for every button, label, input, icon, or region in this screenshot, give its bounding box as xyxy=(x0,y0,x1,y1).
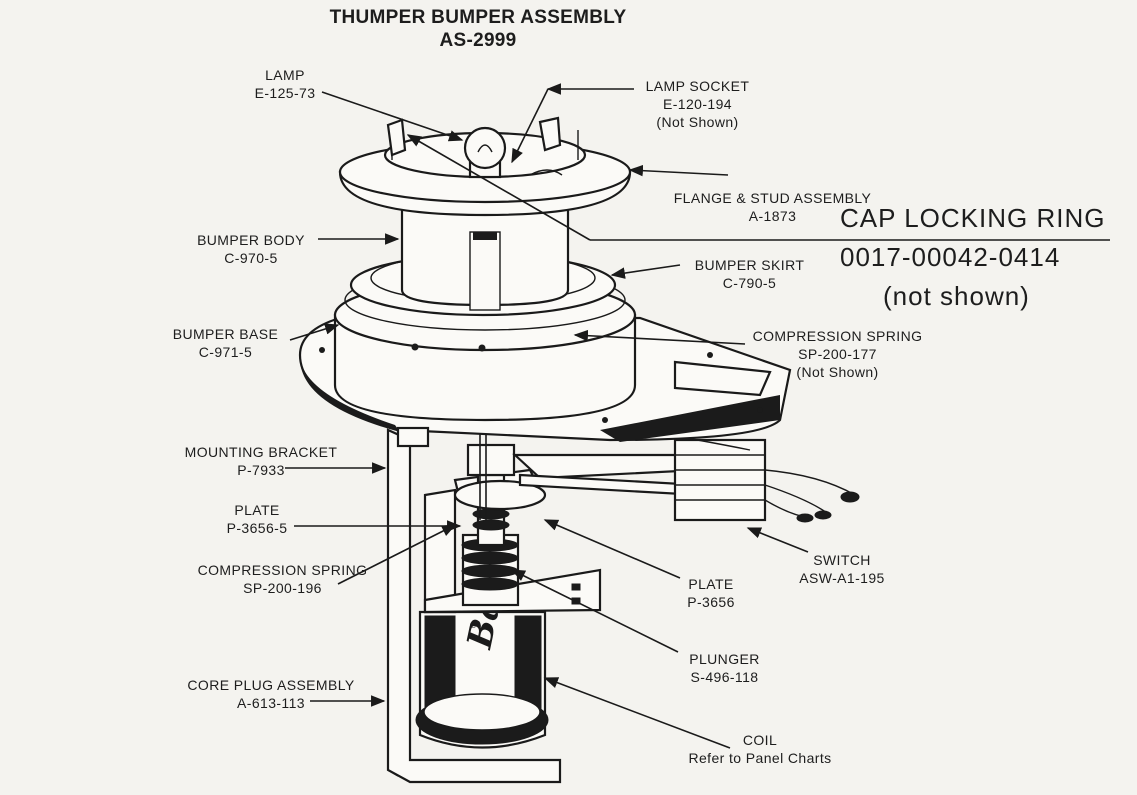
label-core-plug-name: CORE PLUG ASSEMBLY xyxy=(187,677,355,693)
coil-drawing: Bally ® xyxy=(415,547,549,749)
label-lamp-code: E-125-73 xyxy=(254,85,316,101)
title-line2: AS-2999 xyxy=(439,30,517,51)
mounting-bracket-drawing xyxy=(386,428,562,784)
label-flange-stud: FLANGE & STUD ASSEMBLY A-1873 xyxy=(660,189,885,225)
spring-plunger-drawing xyxy=(453,240,547,607)
label-mounting-bracket-name: MOUNTING BRACKET xyxy=(184,444,338,460)
label-bumper-body-name: BUMPER BODY xyxy=(197,232,305,248)
label-lamp-name: LAMP xyxy=(265,67,305,83)
label-bumper-body-code: C-970-5 xyxy=(224,250,278,266)
label-coil-name: COIL xyxy=(742,732,778,748)
label-coil-code: Refer to Panel Charts xyxy=(688,750,832,766)
label-switch-name: SWITCH xyxy=(813,552,871,568)
label-switch: SWITCH ASW-A1-195 xyxy=(787,551,897,587)
lamp-drawing xyxy=(463,126,507,179)
leader-lines xyxy=(285,83,1110,749)
label-lamp-socket-note: (Not Shown) xyxy=(656,114,739,130)
label-lamp-socket: LAMP SOCKET E-120-194 (Not Shown) xyxy=(625,77,770,131)
label-plate-right-code: P-3656 xyxy=(687,594,735,610)
label-lamp-socket-name: LAMP SOCKET xyxy=(645,78,750,94)
label-compression-spring-top-code: SP-200-177 xyxy=(798,346,877,362)
label-lamp: LAMP E-125-73 xyxy=(240,66,330,102)
label-compression-spring-top-name: COMPRESSION SPRING xyxy=(752,328,923,344)
label-bumper-skirt: BUMPER SKIRT C-790-5 xyxy=(682,256,817,292)
label-mounting-bracket: MOUNTING BRACKET P-7933 xyxy=(172,443,350,479)
label-bumper-skirt-name: BUMPER SKIRT xyxy=(694,257,805,273)
bumper-body-drawing xyxy=(400,196,570,311)
label-coil: COIL Refer to Panel Charts xyxy=(675,731,845,767)
label-compression-spring-bottom: COMPRESSION SPRING SP-200-196 xyxy=(190,561,375,597)
label-bumper-body: BUMPER BODY C-970-5 xyxy=(186,231,316,267)
label-plate-right-name: PLATE xyxy=(688,576,734,592)
label-compression-spring-top-note: (Not Shown) xyxy=(796,364,879,380)
title-line1: THUMPER BUMPER ASSEMBLY xyxy=(329,7,627,28)
label-compression-spring-bottom-name: COMPRESSION SPRING xyxy=(197,562,368,578)
diagram-title: THUMPER BUMPER ASSEMBLY AS-2999 xyxy=(228,7,728,52)
label-flange-stud-code: A-1873 xyxy=(748,208,797,224)
label-bumper-base: BUMPER BASE C-971-5 xyxy=(163,325,288,361)
label-plate-left: PLATE P-3656-5 xyxy=(217,501,297,537)
label-plate-left-name: PLATE xyxy=(234,502,280,518)
callout-part-number: 0017-00042-0414 xyxy=(840,242,1061,272)
label-lamp-socket-code: E-120-194 xyxy=(663,96,732,112)
label-core-plug: CORE PLUG ASSEMBLY A-613-113 xyxy=(176,676,366,712)
label-bumper-base-name: BUMPER BASE xyxy=(172,326,279,342)
label-plunger: PLUNGER S-496-118 xyxy=(672,650,777,686)
callout-cap-locking-ring: CAP LOCKING RING xyxy=(840,203,1106,233)
switch-drawing xyxy=(512,429,860,523)
label-compression-spring-bottom-code: SP-200-196 xyxy=(243,580,322,596)
label-mounting-bracket-code: P-7933 xyxy=(237,462,285,478)
label-flange-stud-name: FLANGE & STUD ASSEMBLY xyxy=(673,190,872,206)
label-plate-right: PLATE P-3656 xyxy=(676,575,746,611)
label-plunger-code: S-496-118 xyxy=(690,669,759,685)
label-plate-left-code: P-3656-5 xyxy=(226,520,288,536)
label-switch-code: ASW-A1-195 xyxy=(799,570,885,586)
callout-not-shown: (not shown) xyxy=(883,281,1030,311)
label-bumper-base-code: C-971-5 xyxy=(198,344,253,360)
label-core-plug-code: A-613-113 xyxy=(237,695,305,711)
label-compression-spring-top: COMPRESSION SPRING SP-200-177 (Not Shown… xyxy=(745,327,930,381)
label-plunger-name: PLUNGER xyxy=(689,651,760,667)
label-bumper-skirt-code: C-790-5 xyxy=(722,275,777,291)
bally-logo-mark: ® xyxy=(470,620,477,630)
